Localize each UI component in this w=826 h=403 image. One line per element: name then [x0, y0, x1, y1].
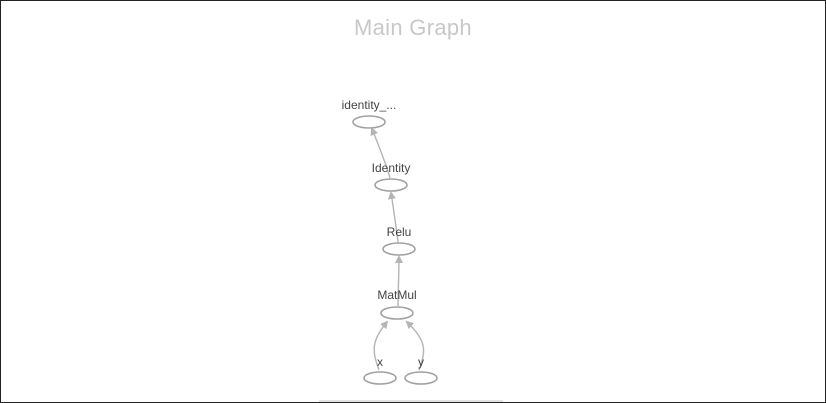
node-relu[interactable]: Relu: [382, 225, 416, 256]
edge-y-to-matmul: [405, 320, 425, 371]
node-ellipse[interactable]: [363, 371, 397, 385]
node-matmul[interactable]: MatMul: [377, 288, 417, 320]
node-label: x: [377, 355, 383, 369]
node-ellipse[interactable]: [382, 242, 416, 256]
node-x[interactable]: x: [363, 355, 397, 385]
node-label: Identity: [372, 161, 411, 175]
graph-title: Main Graph: [354, 15, 472, 40]
node-identity[interactable]: Identity: [372, 161, 411, 192]
node-label: y: [418, 355, 424, 369]
node-ellipse[interactable]: [404, 371, 438, 385]
node-label: MatMul: [377, 288, 416, 302]
edge-relu-to-identity: [388, 191, 399, 243]
node-label: identity_...: [342, 98, 397, 112]
node-ellipse[interactable]: [380, 306, 414, 320]
node-y[interactable]: y: [404, 355, 438, 385]
bottom-scroll-track[interactable]: [319, 400, 503, 402]
edge-x-to-matmul: [373, 320, 389, 371]
node-identity-out[interactable]: identity_...: [342, 98, 397, 129]
edge-matmul-to-relu: [394, 255, 403, 307]
edge-identity-to-identity-out: [370, 127, 391, 179]
node-ellipse[interactable]: [374, 178, 408, 192]
node-ellipse[interactable]: [352, 115, 386, 129]
edges: [370, 127, 425, 371]
node-label: Relu: [387, 225, 412, 239]
